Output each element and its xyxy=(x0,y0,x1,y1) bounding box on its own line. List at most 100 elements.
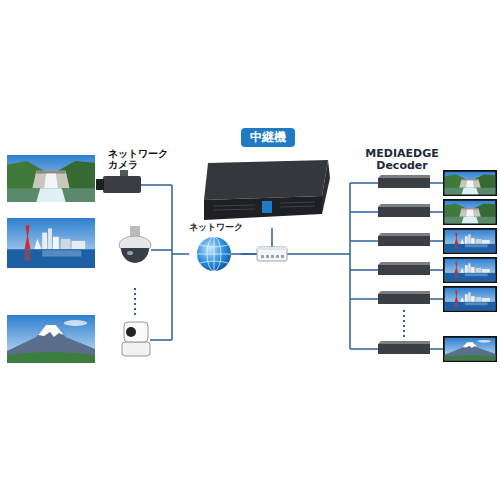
decoder-wires xyxy=(350,182,378,184)
relay-device xyxy=(214,209,255,210)
decoder-wires xyxy=(430,298,443,300)
monitors xyxy=(445,288,496,311)
monitors xyxy=(443,170,497,196)
decoder-units xyxy=(378,233,430,246)
network-switch xyxy=(261,255,264,258)
relay-device xyxy=(322,160,330,214)
more-cameras-dots xyxy=(134,288,136,316)
decoder-units xyxy=(378,341,430,354)
network-globe xyxy=(197,237,231,271)
decoder-units xyxy=(378,236,430,246)
relay-device xyxy=(204,160,330,220)
network-switch xyxy=(271,255,274,258)
camera-wires xyxy=(141,185,172,340)
monitors xyxy=(443,336,497,362)
decoder-units xyxy=(378,291,430,304)
network-switch xyxy=(266,255,269,258)
box-camera xyxy=(120,170,128,177)
dam-photo xyxy=(7,155,95,202)
relay-device xyxy=(204,196,322,220)
monitors xyxy=(443,199,497,225)
network-link xyxy=(172,253,189,255)
relay-device xyxy=(204,160,328,200)
decoder-units xyxy=(378,207,430,217)
dome-camera xyxy=(119,226,151,263)
decoder-units xyxy=(378,265,430,275)
network-link xyxy=(241,228,272,254)
decoder-units xyxy=(378,175,430,354)
monitors xyxy=(443,228,497,254)
decoder-group: MEDIAEDGE Decoder xyxy=(350,148,442,362)
ptz-camera xyxy=(122,322,150,356)
network-switch xyxy=(257,247,287,261)
monitors xyxy=(445,230,496,253)
relay-server: 中継機 xyxy=(200,126,335,228)
relay-device xyxy=(214,205,255,206)
decoder-units xyxy=(378,175,430,188)
monitors xyxy=(445,201,496,224)
decoder-wires xyxy=(350,298,378,300)
decoder-wires xyxy=(430,240,443,242)
ptz-camera xyxy=(126,327,136,337)
ptz-camera xyxy=(124,322,148,342)
dome-camera xyxy=(121,248,149,263)
decoder-units xyxy=(378,341,430,344)
decoder-wires xyxy=(430,269,443,271)
network-switch xyxy=(257,247,287,250)
monitors xyxy=(445,338,496,361)
relay-device xyxy=(262,201,272,213)
decoder-wires xyxy=(430,348,443,350)
more-decoders-dots xyxy=(403,310,405,339)
camera-group: ネットワーク カメラ xyxy=(96,148,172,362)
decoder-units xyxy=(378,294,430,304)
network-globe xyxy=(197,254,231,255)
decoder-units xyxy=(378,204,430,207)
decoder-wires xyxy=(350,348,378,350)
decoder-wires xyxy=(349,183,351,349)
monitors xyxy=(445,259,496,282)
decoder-units xyxy=(378,178,430,188)
monitors xyxy=(443,257,497,283)
network-globe xyxy=(197,237,241,271)
decoder-wires xyxy=(350,240,378,242)
dome-camera xyxy=(130,226,140,237)
relay-device xyxy=(280,202,315,203)
camera-wires xyxy=(151,249,172,251)
camera-photos xyxy=(7,155,95,363)
decoder-wires xyxy=(430,182,443,184)
relay-device xyxy=(214,202,315,210)
box-camera xyxy=(103,176,141,193)
dome-camera xyxy=(127,251,133,255)
group-heading: ネットワーク カメラ xyxy=(108,148,170,170)
network-link xyxy=(241,253,350,255)
decoder-wires xyxy=(430,211,443,213)
network-switch xyxy=(257,247,287,261)
network-globe xyxy=(200,245,228,247)
group-heading: MEDIAEDGE Decoder xyxy=(364,148,440,172)
camera-wires xyxy=(150,339,172,341)
decoder-units xyxy=(378,175,430,178)
network-switch xyxy=(276,255,279,258)
network-switch xyxy=(281,255,284,258)
monitors xyxy=(443,170,497,362)
decoder-wires xyxy=(350,211,378,213)
port-photo xyxy=(7,218,95,268)
monitors xyxy=(443,286,497,312)
relay-device xyxy=(280,206,315,207)
network-label: ネットワーク xyxy=(189,223,241,232)
decoder-units xyxy=(378,204,430,217)
ptz-camera xyxy=(122,342,150,356)
mountain-photo xyxy=(7,315,95,363)
monitors xyxy=(445,172,496,195)
decoder-units xyxy=(378,233,430,236)
decoder-wires xyxy=(350,183,443,349)
camera-wires xyxy=(171,185,173,340)
decoder-units xyxy=(378,344,430,354)
box-camera xyxy=(96,179,104,190)
decoder-units xyxy=(378,262,430,265)
network-globe xyxy=(231,253,241,255)
decoder-wires xyxy=(350,269,378,271)
